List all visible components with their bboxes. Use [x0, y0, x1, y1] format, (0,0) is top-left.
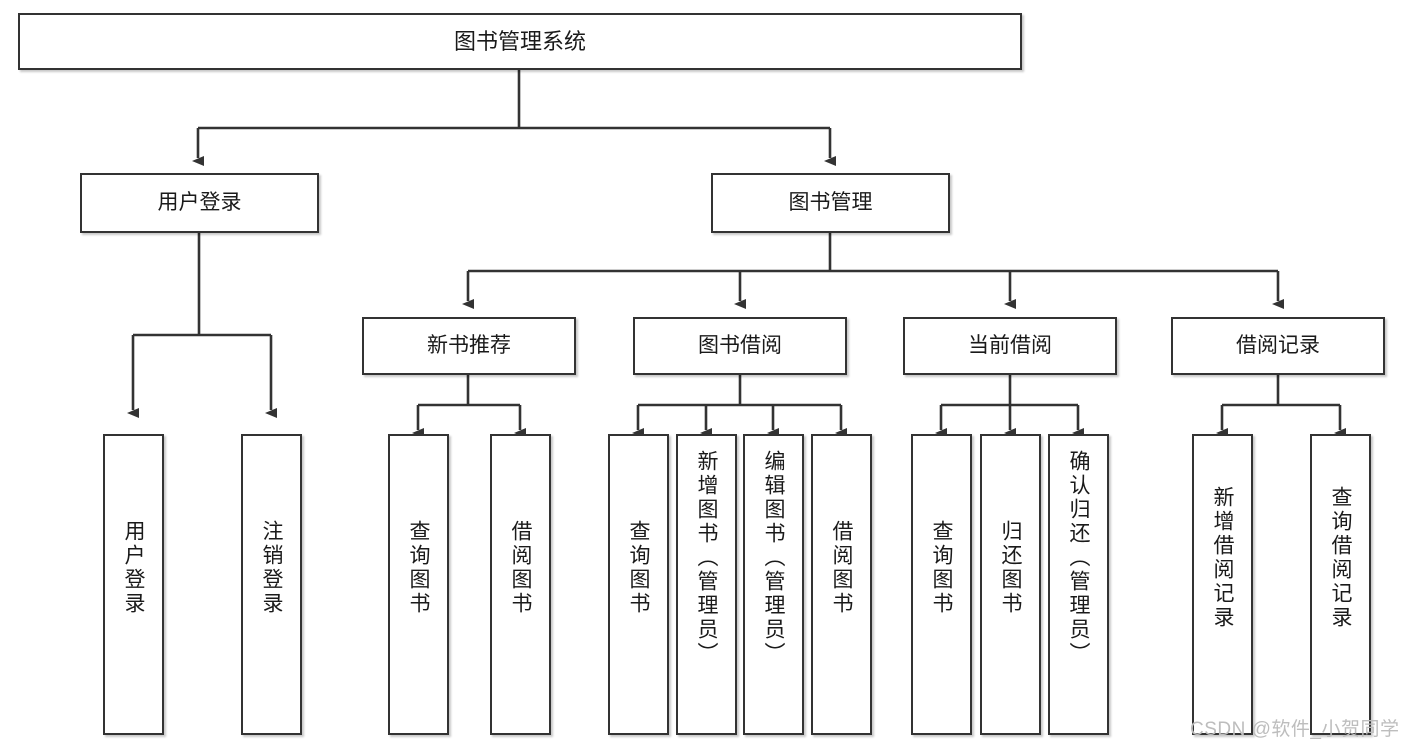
leaf-query-book-2-label: 查询图书	[627, 520, 650, 616]
watermark: CSDN @软件_小贺同学	[1190, 719, 1400, 740]
node-new-book-recommend[interactable]: 新书推荐	[362, 317, 576, 375]
node-current-borrow[interactable]: 当前借阅	[903, 317, 1117, 375]
leaf-add-book[interactable]: 新增图书（管理员）	[676, 434, 737, 735]
leaf-confirm-return[interactable]: 确认归还（管理员）	[1048, 434, 1109, 735]
node-current-borrow-label: 当前借阅	[968, 333, 1052, 357]
leaf-return-book[interactable]: 归还图书	[980, 434, 1041, 735]
leaf-logout-label: 注销登录	[260, 520, 283, 616]
leaf-query-record[interactable]: 查询借阅记录	[1310, 434, 1371, 735]
node-root-label: 图书管理系统	[453, 28, 586, 54]
leaf-add-record-label: 新增借阅记录	[1211, 486, 1234, 630]
node-user-login[interactable]: 用户登录	[80, 173, 319, 233]
node-user-login-label: 用户登录	[157, 190, 242, 214]
leaf-query-book-3-label: 查询图书	[930, 520, 953, 616]
leaf-logout[interactable]: 注销登录	[241, 434, 302, 735]
leaf-return-book-label: 归还图书	[999, 520, 1022, 616]
leaf-query-book-1[interactable]: 查询图书	[388, 434, 449, 735]
node-root[interactable]: 图书管理系统	[18, 13, 1022, 70]
leaf-borrow-book-2-label: 借阅图书	[830, 520, 853, 616]
leaf-borrow-book-1[interactable]: 借阅图书	[490, 434, 551, 735]
leaf-user-login-label: 用户登录	[122, 520, 145, 616]
node-new-book-recommend-label: 新书推荐	[427, 333, 511, 357]
leaf-edit-book-label: 编辑图书（管理员）	[762, 450, 785, 666]
leaf-add-record[interactable]: 新增借阅记录	[1192, 434, 1253, 735]
node-book-borrow[interactable]: 图书借阅	[633, 317, 847, 375]
leaf-user-login[interactable]: 用户登录	[103, 434, 164, 735]
node-borrow-record-label: 借阅记录	[1236, 333, 1320, 357]
node-book-borrow-label: 图书借阅	[698, 333, 782, 357]
leaf-query-record-label: 查询借阅记录	[1329, 486, 1352, 630]
leaf-query-book-3[interactable]: 查询图书	[911, 434, 972, 735]
node-book-management-label: 图书管理	[788, 190, 873, 214]
node-borrow-record[interactable]: 借阅记录	[1171, 317, 1385, 375]
leaf-query-book-1-label: 查询图书	[407, 520, 430, 616]
leaf-confirm-return-label: 确认归还（管理员）	[1067, 450, 1090, 666]
leaf-add-book-label: 新增图书（管理员）	[695, 450, 718, 666]
node-book-management[interactable]: 图书管理	[711, 173, 950, 233]
leaf-borrow-book-2[interactable]: 借阅图书	[811, 434, 872, 735]
leaf-edit-book[interactable]: 编辑图书（管理员）	[743, 434, 804, 735]
leaf-borrow-book-1-label: 借阅图书	[509, 520, 532, 616]
leaf-query-book-2[interactable]: 查询图书	[608, 434, 669, 735]
